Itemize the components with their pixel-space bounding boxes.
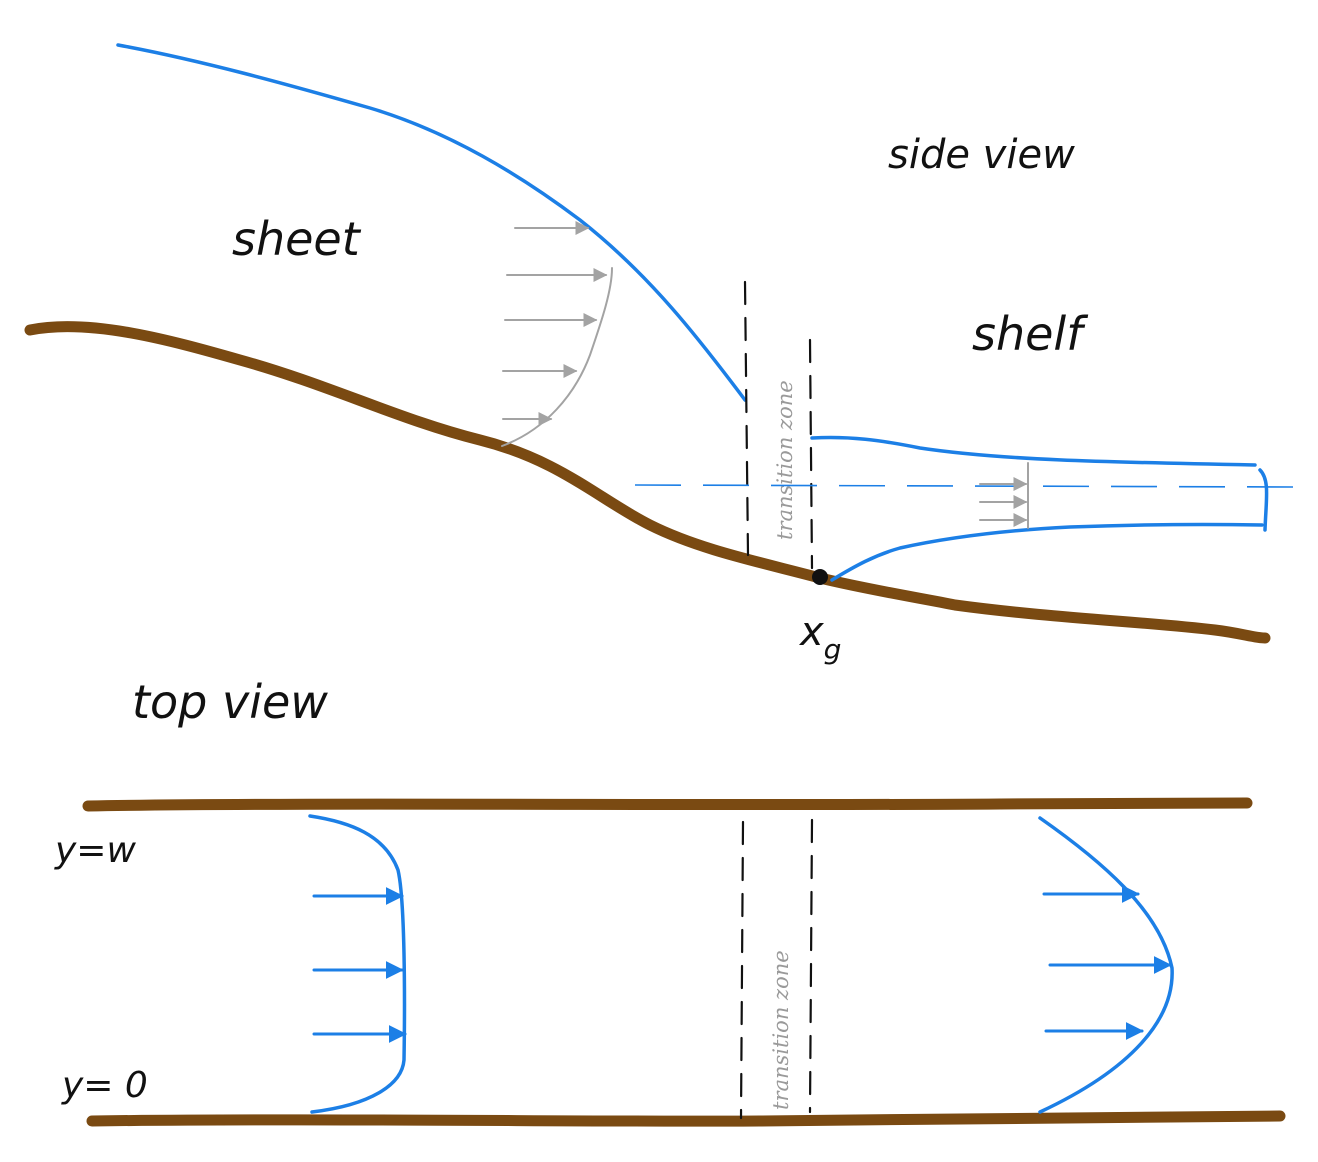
shelf-bottom-surface: [830, 522, 1264, 582]
side-view-title: side view: [888, 132, 1075, 178]
top-wall-lower: [86, 1110, 1286, 1127]
top-wall-upper: [82, 797, 1253, 812]
sheet-velocity-profile: [501, 267, 613, 447]
grounding-line-label: xg: [798, 609, 841, 666]
y-bottom-label: y= 0: [61, 1065, 148, 1106]
shelf-velocity-arrows: [979, 477, 1028, 527]
top-transition-right-boundary: [808, 818, 814, 1114]
grounding-line-x: x: [798, 609, 824, 655]
top-sheet-velocity-profile: [308, 814, 407, 1114]
sheet-surface-line: [116, 43, 747, 402]
top-shelf-velocity-arrows: [1042, 885, 1172, 1040]
side-view: transition zone side view sheet shelf xg: [24, 43, 1296, 666]
y-top-label: y=w: [54, 830, 136, 871]
sheet-velocity-arrows: [502, 221, 608, 426]
top-view: top view y=w y= 0 transition zone: [54, 675, 1286, 1127]
side-transition-left-boundary: [743, 280, 750, 557]
sheet-label: sheet: [232, 212, 362, 266]
shelf-top-surface: [810, 435, 1257, 467]
top-view-title: top view: [132, 675, 328, 729]
shelf-front: [1258, 468, 1269, 532]
top-shelf-velocity-profile: [1038, 816, 1174, 1114]
shelf-label: shelf: [972, 307, 1088, 361]
side-bed-line: [24, 321, 1271, 644]
sea-level-dashed-line: [634, 484, 1296, 488]
grounding-line-point: [812, 569, 828, 585]
side-transition-right-boundary: [808, 338, 814, 570]
top-transition-label: transition zone: [769, 950, 793, 1110]
top-transition-left-boundary: [739, 820, 745, 1120]
top-sheet-velocity-arrows: [312, 887, 407, 1043]
grounding-line-subscript: g: [824, 633, 842, 666]
side-transition-label: transition zone: [773, 380, 797, 540]
